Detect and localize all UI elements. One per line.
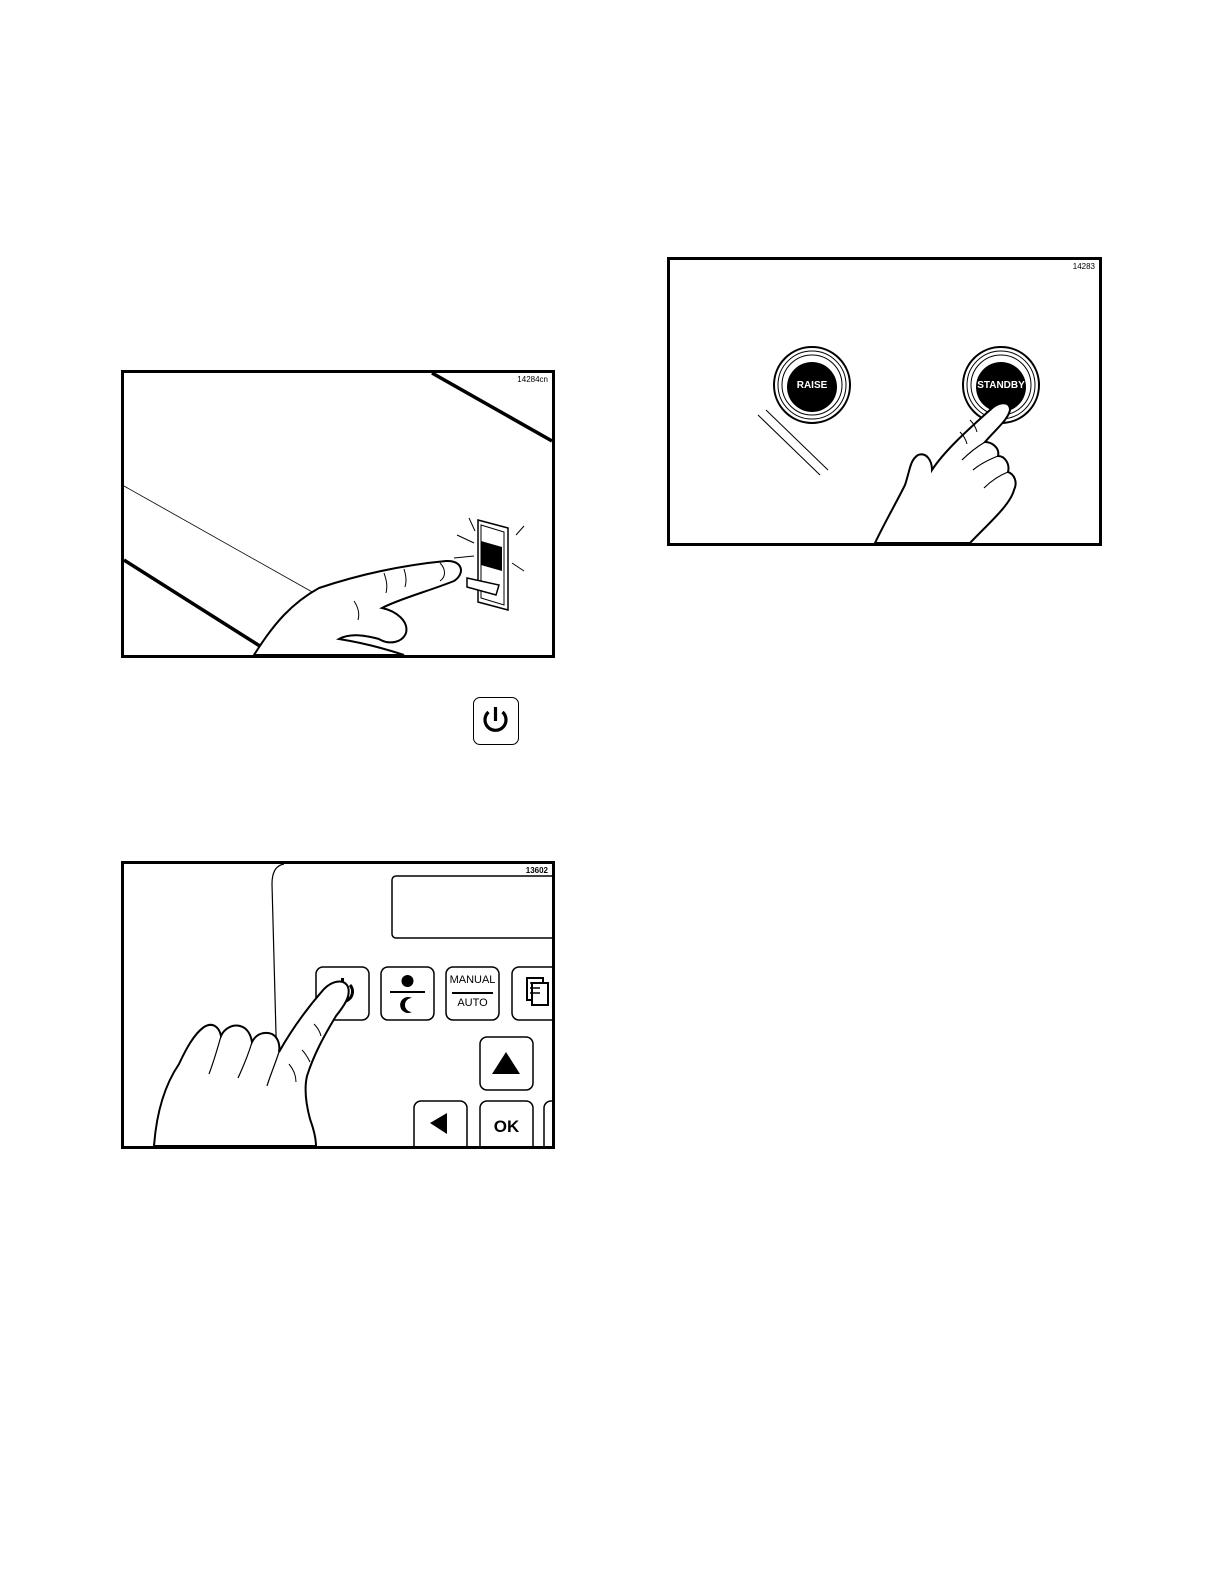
standby-button-label: STANDBY xyxy=(966,380,1036,391)
manual-key-label: MANUAL xyxy=(446,974,499,986)
ok-key-label: OK xyxy=(480,1117,533,1137)
raise-standby-illustration xyxy=(670,260,1099,543)
power-symbol xyxy=(473,697,519,745)
figure-control-panel: 13602 xyxy=(121,861,555,1149)
rocker-switch-illustration xyxy=(124,373,552,655)
figure-raise-standby: 14283 RAISE STANDBY xyxy=(667,257,1102,546)
figure-rocker-switch: 14284cn xyxy=(121,370,555,658)
power-icon xyxy=(474,698,517,743)
raise-button-label: RAISE xyxy=(782,380,842,391)
auto-key-label: AUTO xyxy=(446,997,499,1009)
